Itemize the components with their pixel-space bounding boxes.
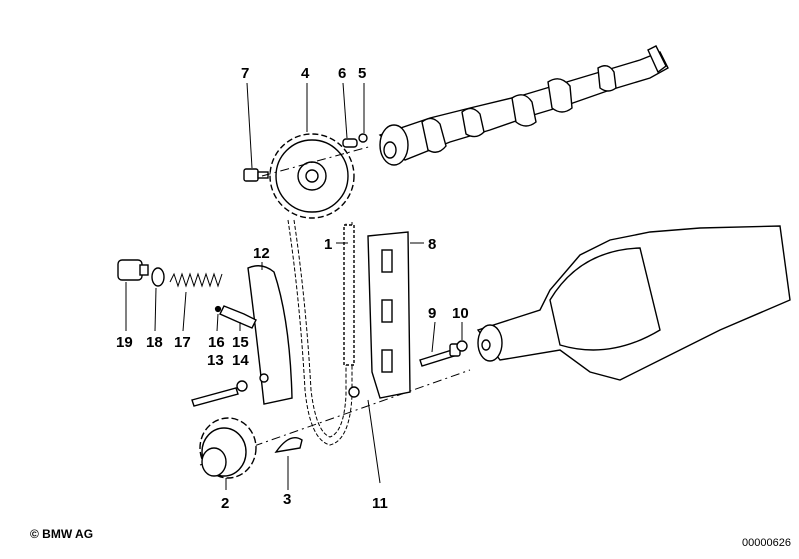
sealing-ring	[151, 267, 165, 287]
guide-bolt	[419, 343, 461, 367]
label-part-16: 16	[208, 334, 225, 351]
label-part-5: 5	[358, 65, 366, 82]
tensioner-piston	[219, 305, 257, 329]
label-part-15: 15	[232, 334, 249, 351]
copyright-notice: © BMW AG	[30, 527, 94, 541]
guide-rail	[367, 231, 411, 399]
rail-bolt-11	[348, 386, 360, 398]
label-part-13: 13	[207, 352, 224, 369]
part-number-labels: 7 4 6 5 1 8 12 9 10 19 18 17 16 15 13 14…	[116, 65, 469, 512]
label-part-17: 17	[174, 334, 191, 351]
sprocket-bolt	[243, 168, 269, 182]
crankshaft-sprocket	[199, 417, 257, 479]
crankshaft	[476, 225, 791, 381]
label-part-12: 12	[253, 245, 270, 262]
label-part-4: 4	[301, 65, 310, 82]
compression-spring	[169, 272, 223, 288]
timing-chain	[287, 219, 355, 446]
label-part-14: 14	[232, 352, 249, 369]
tensioner-rail	[247, 265, 293, 405]
circlip	[358, 133, 368, 143]
label-part-18: 18	[146, 334, 163, 351]
ball	[214, 305, 222, 313]
label-part-19: 19	[116, 334, 133, 351]
label-part-6: 6	[338, 65, 346, 82]
label-part-1: 1	[324, 236, 332, 253]
leader-lines	[125, 82, 463, 490]
document-number: 00000626	[742, 537, 791, 549]
label-part-11: 11	[372, 495, 388, 512]
label-part-10: 10	[452, 305, 469, 322]
label-part-9: 9	[428, 305, 436, 322]
label-part-7: 7	[241, 65, 249, 82]
woodruff-key	[274, 437, 303, 453]
tensioner-plug	[117, 259, 149, 281]
guide-washer	[456, 340, 468, 352]
dowel-pin	[342, 138, 358, 148]
camshaft-sprocket	[269, 133, 355, 219]
washer	[236, 380, 248, 392]
label-part-2: 2	[221, 495, 229, 512]
label-part-8: 8	[428, 236, 436, 253]
centreline-cam	[261, 145, 373, 177]
camshaft	[378, 45, 669, 166]
label-part-3: 3	[283, 491, 291, 508]
pivot-pin	[191, 387, 239, 407]
